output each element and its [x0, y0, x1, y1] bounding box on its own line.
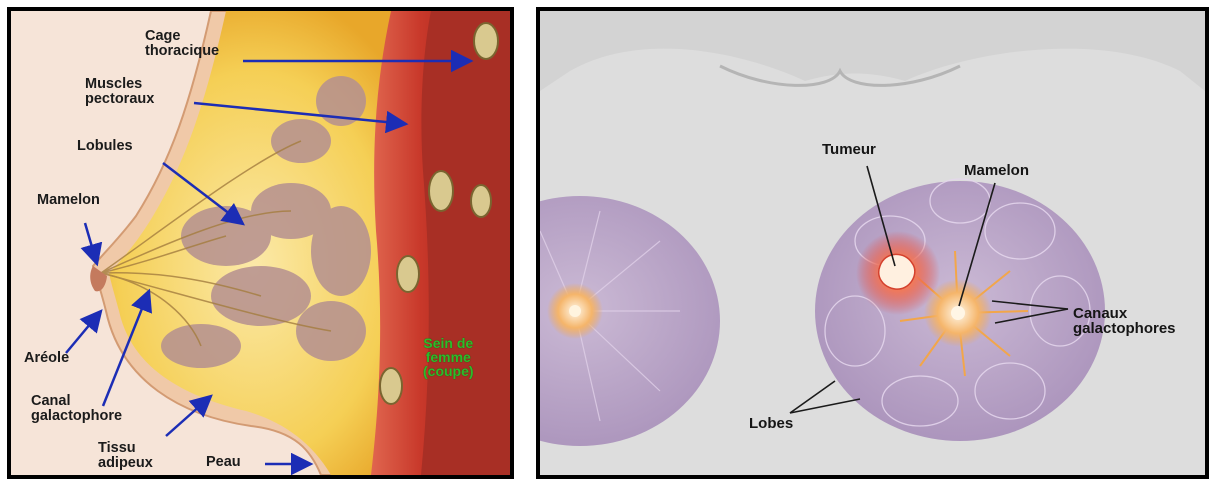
label-fat-tissue: Tissu adipeux — [98, 441, 153, 471]
label-rib-cage: Cage thoracique — [145, 29, 219, 59]
label-milk-ducts: Canaux galactophores — [1073, 306, 1176, 336]
label-skin: Peau — [206, 455, 241, 470]
breast-front-view-illustration — [540, 11, 1205, 475]
breast-cross-section-panel: Cage thoracique Muscles pectoraux Lobule… — [7, 7, 514, 479]
nipple-front — [951, 306, 965, 320]
label-nipple-front: Mamelon — [964, 163, 1029, 178]
label-areola: Aréole — [24, 351, 69, 366]
label-nipple: Mamelon — [37, 193, 100, 208]
label-tumor: Tumeur — [822, 142, 876, 157]
label-pectoral-muscles: Muscles pectoraux — [85, 77, 154, 107]
breast-front-view-panel: Tumeur Mamelon Canaux galactophores Lobe… — [536, 7, 1209, 479]
label-milk-duct: Canal galactophore — [31, 394, 122, 424]
label-lobes: Lobes — [749, 416, 793, 431]
label-lobules: Lobules — [77, 139, 133, 154]
caption-breast-section: Sein de femme (coupe) — [423, 336, 474, 378]
